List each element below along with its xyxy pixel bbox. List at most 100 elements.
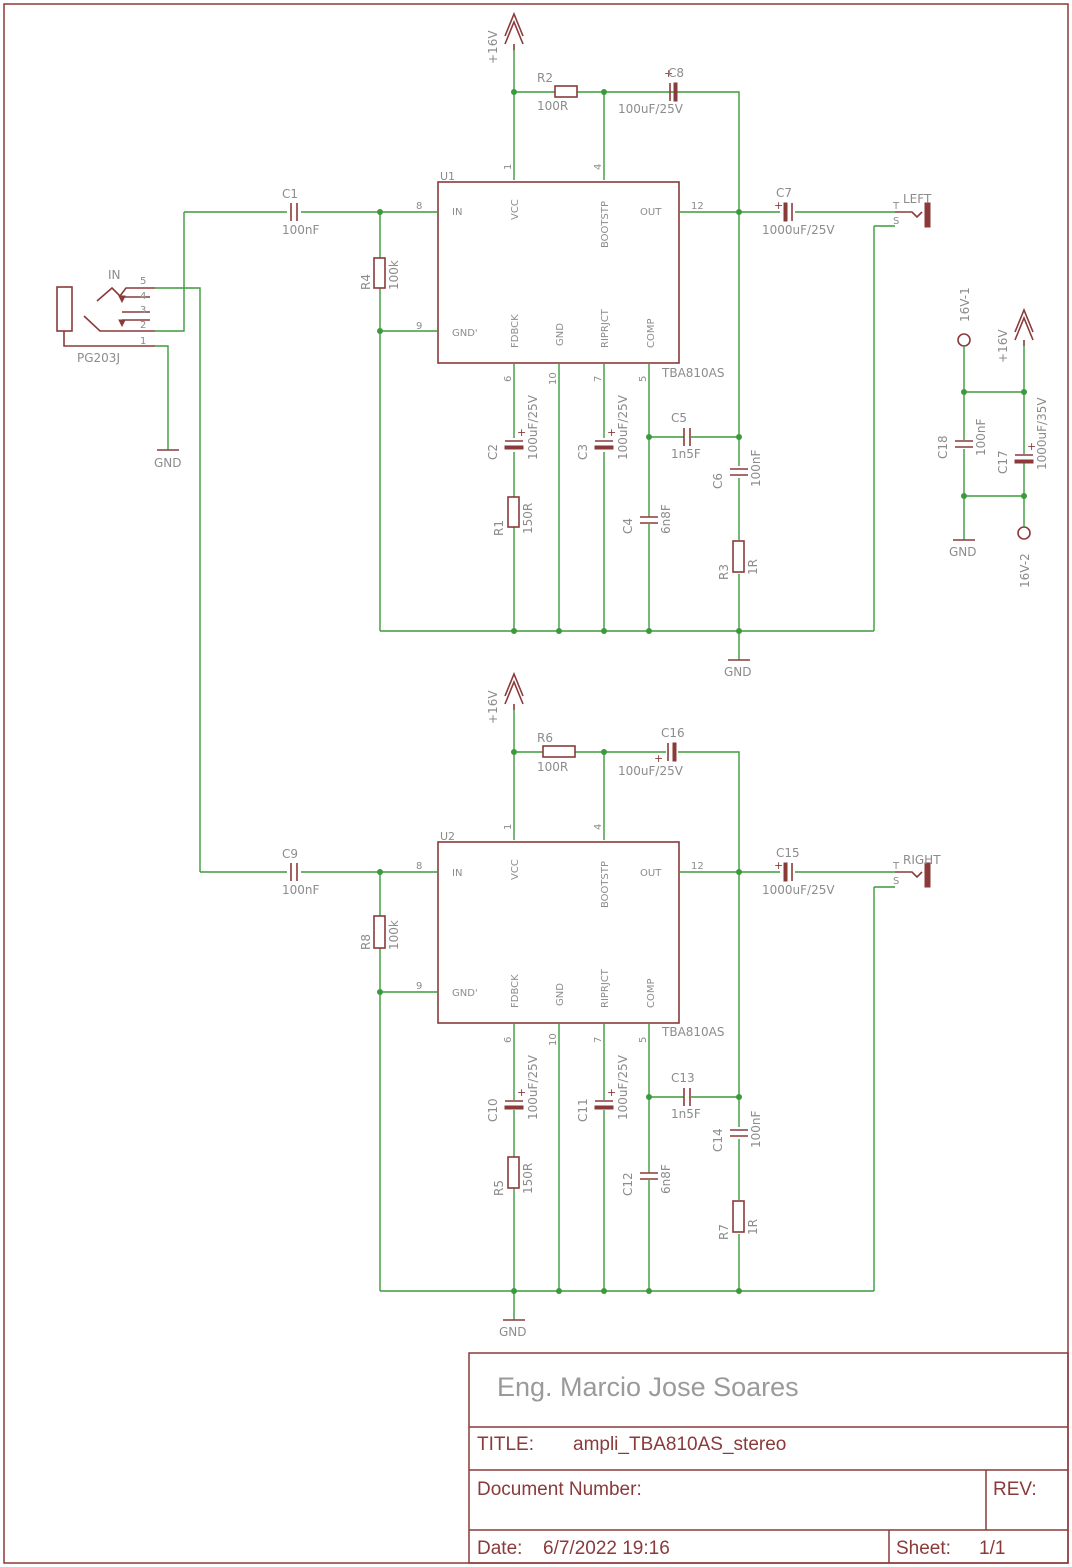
part-ref: C12 <box>621 1172 635 1196</box>
part-value: 100nF <box>749 1110 763 1148</box>
pin-number: 7 <box>593 376 604 382</box>
resistor-r3: R3 1R <box>717 540 760 580</box>
capacitor-c11: + C11 100uF/25V <box>576 1054 630 1122</box>
svg-text:+: + <box>774 199 783 212</box>
pin-label: COMP <box>646 978 657 1008</box>
capacitor-c8: + C8 100uF/25V <box>618 66 684 116</box>
part-ref: R6 <box>537 731 553 745</box>
part-ref: R7 <box>717 1224 731 1240</box>
sheet-value: 1/1 <box>979 1538 1005 1559</box>
capacitor-c14: C14 100nF <box>711 1110 763 1152</box>
pin-number: 4 <box>593 164 604 170</box>
supply-symbol: +16V <box>996 307 1034 363</box>
pin-number: 5 <box>638 376 649 382</box>
part-ref: C1 <box>282 187 298 201</box>
part-value: 6n8F <box>659 1164 673 1194</box>
part-ref: U2 <box>440 830 455 843</box>
capacitor-c4: C4 6n8F <box>621 504 673 534</box>
pin-number: 5 <box>140 276 146 287</box>
pin-label: GND <box>555 983 566 1006</box>
resistor-r1: R1 150R <box>492 496 535 536</box>
part-ref: C18 <box>936 435 950 459</box>
part-ref: C10 <box>486 1098 500 1122</box>
part-value: TBA810AS <box>661 1025 725 1039</box>
pin-number: 10 <box>548 1033 559 1046</box>
pin-number: 9 <box>416 981 422 992</box>
title-key: TITLE: <box>477 1434 534 1455</box>
revision-key: REV: <box>993 1479 1037 1500</box>
part-value: 1R <box>746 559 760 575</box>
pin-label: RIPRJCT <box>600 968 611 1008</box>
pin-label: RIPRJCT <box>600 308 611 348</box>
pin-number: 1 <box>503 824 514 830</box>
pin-number: 4 <box>140 291 146 302</box>
resistor-r6: R6 100R <box>537 731 576 774</box>
svg-text:+: + <box>1027 440 1036 453</box>
ground-symbol: GND <box>724 659 752 679</box>
jack-label: RIGHT <box>903 853 941 867</box>
pin-label: BOOTSTP <box>600 861 611 908</box>
part-value: 1n5F <box>671 1107 701 1121</box>
ic-u2: U2 TBA810AS IN OUT GND' VCC BOOTSTP FDBC… <box>416 824 725 1046</box>
pin-number: 12 <box>691 201 704 212</box>
pin-label: GND <box>555 323 566 346</box>
ground-symbol: GND <box>949 539 977 559</box>
part-ref: C5 <box>671 411 687 425</box>
title-block: Eng. Marcio Jose Soares TITLE: ampli_TBA… <box>468 1352 1069 1564</box>
pin-label: GND' <box>452 988 478 999</box>
part-ref: R8 <box>359 934 373 950</box>
pin-label: COMP <box>646 318 657 348</box>
svg-text:+: + <box>517 1086 526 1099</box>
pin-label: S <box>893 876 899 887</box>
svg-text:+: + <box>607 426 616 439</box>
part-value: 100k <box>387 920 401 950</box>
capacitor-c5: C5 1n5F <box>671 411 701 461</box>
supply-label: +16V <box>996 329 1010 363</box>
part-value: 100k <box>387 260 401 290</box>
part-value: 100uF/25V <box>526 394 540 460</box>
part-value: 1000uF/35V <box>1035 397 1049 470</box>
pin-number: 12 <box>691 861 704 872</box>
jack-label: LEFT <box>903 192 932 206</box>
part-value: 100uF/25V <box>616 394 630 460</box>
part-value: 100nF <box>974 418 988 456</box>
capacitor-c12: C12 6n8F <box>621 1164 673 1196</box>
capacitor-c3: + C3 100uF/25V <box>576 394 630 460</box>
part-value: 100uF/25V <box>616 1054 630 1120</box>
supply-symbol: +16V <box>486 671 524 724</box>
pin-label: FDBCK <box>510 974 521 1008</box>
part-ref: R2 <box>537 71 553 85</box>
part-value: 100R <box>537 760 568 774</box>
part-value: 100uF/25V <box>618 764 684 778</box>
output-jack-right: T S RIGHT <box>892 853 941 888</box>
pin-number: 6 <box>503 1037 514 1043</box>
ground-label: GND <box>949 545 977 559</box>
part-ref: R4 <box>359 274 373 290</box>
part-value: 1n5F <box>671 447 701 461</box>
pin-number: 1 <box>140 336 146 347</box>
pin-number: 8 <box>416 861 422 872</box>
supply-symbol: +16V <box>486 11 524 64</box>
part-value: PG203J <box>77 351 120 365</box>
part-ref: C3 <box>576 444 590 460</box>
part-value: 6n8F <box>659 504 673 534</box>
capacitor-c9: C9 100nF <box>282 847 320 897</box>
part-value: TBA810AS <box>661 366 725 380</box>
pin-number: 3 <box>140 305 146 316</box>
part-ref: C8 <box>668 66 684 80</box>
pin-label: IN <box>452 868 462 879</box>
part-ref: C4 <box>621 518 635 534</box>
part-value: 1R <box>746 1219 760 1235</box>
part-ref: C14 <box>711 1128 725 1152</box>
document-number-key: Document Number: <box>477 1479 642 1500</box>
svg-text:+: + <box>607 1086 616 1099</box>
channel-left: +16V R2 100R + C8 100uF/25V U1 TBA810AS … <box>184 11 932 679</box>
pin-number: 8 <box>416 201 422 212</box>
pin-number: 7 <box>593 1037 604 1043</box>
author-name: Eng. Marcio Jose Soares <box>497 1372 799 1402</box>
date-key: Date: <box>477 1538 522 1559</box>
capacitor-c16: + C16 100uF/25V <box>618 726 685 778</box>
capacitor-c13: C13 1n5F <box>671 1071 701 1121</box>
ground-label: GND <box>499 1325 527 1339</box>
